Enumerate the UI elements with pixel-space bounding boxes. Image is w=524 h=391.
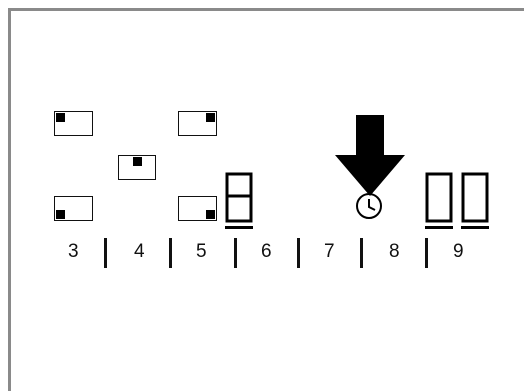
scale-divider — [425, 238, 428, 268]
scale-divider — [360, 238, 363, 268]
scale-divider — [297, 238, 300, 268]
timer-digit-units — [461, 172, 489, 229]
zone-top-right-indicator — [178, 111, 217, 136]
scale-label-8: 8 — [389, 241, 400, 262]
clock-icon — [356, 193, 382, 219]
device-display-frame — [8, 8, 524, 391]
scale-divider — [104, 238, 107, 268]
scale-label-5: 5 — [196, 241, 207, 262]
zone-center-indicator — [118, 155, 156, 180]
zone-bottom-left-indicator — [54, 196, 93, 221]
scale-label-6: 6 — [261, 241, 272, 262]
down-arrow-icon — [335, 115, 405, 196]
scale-divider — [234, 238, 237, 268]
power-level-digit — [225, 172, 253, 229]
timer-digit-tens — [425, 172, 453, 229]
scale-label-7: 7 — [324, 241, 335, 262]
scale-label-4: 4 — [134, 241, 145, 262]
zone-bottom-right-indicator — [178, 196, 217, 221]
scale-divider — [169, 238, 172, 268]
scale-label-3: 3 — [68, 241, 79, 262]
scale-label-9: 9 — [453, 241, 464, 262]
zone-top-left-indicator — [54, 111, 93, 136]
